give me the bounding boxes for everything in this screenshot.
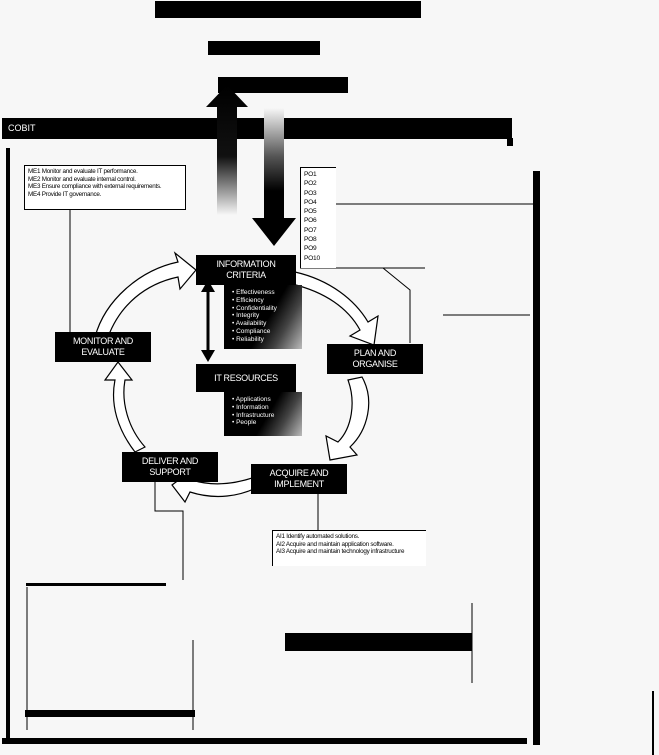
information-criteria-list: Effectiveness Efficiency Confidentiality… <box>224 285 302 349</box>
frame-right-border <box>533 171 540 745</box>
criteria-item: Efficiency <box>232 297 296 305</box>
redacted-bottom-bar <box>285 633 472 651</box>
frame-bottom-border <box>2 738 527 744</box>
ai-process-list: AI1 Identify automated solutions. AI2 Ac… <box>272 530 426 566</box>
criteria-item: Availability <box>232 320 296 328</box>
outer-right-line <box>652 691 654 755</box>
cycle-arrow-plan-to-acquire-icon <box>325 376 370 461</box>
domain-monitor-evaluate: MONITOR AND EVALUATE <box>55 332 151 362</box>
frame-left-border <box>6 148 10 738</box>
ai-item: AI2 Acquire and maintain application sof… <box>276 540 394 548</box>
redacted-subtitle-bar <box>208 41 320 55</box>
po-item: PO4 <box>304 198 317 206</box>
cobit-header-bar <box>2 118 512 139</box>
header-right-tick <box>507 138 513 146</box>
po-item: PO9 <box>304 245 317 253</box>
cycle-arrow-info-to-plan-icon <box>291 271 379 346</box>
bottom-box-top-rule <box>26 583 166 586</box>
po-item: PO3 <box>304 189 317 197</box>
po-process-list: PO1 PO2 PO3 PO4 PO5 PO6 PO7 PO8 PO9 PO10 <box>300 167 336 268</box>
redacted-title-bar <box>155 1 421 18</box>
cycle-arrow-monitor-to-info-icon <box>94 251 197 338</box>
resource-item: Infrastructure <box>232 412 296 420</box>
criteria-item: Confidentiality <box>232 305 296 313</box>
criteria-item: Integrity <box>232 312 296 320</box>
bidirectional-arrow-up-icon <box>201 280 215 292</box>
it-resources-box: IT RESOURCES <box>196 364 296 392</box>
criteria-item: Reliability <box>232 336 296 344</box>
po-item: PO8 <box>304 236 317 244</box>
down-arrow-icon <box>252 108 296 246</box>
ai-item: AI3 Acquire and maintain technology infr… <box>276 548 405 555</box>
po-item: PO2 <box>304 180 317 188</box>
criteria-item: Effectiveness <box>232 289 296 297</box>
information-criteria-box: INFORMATION CRITERIA <box>196 255 296 285</box>
domain-deliver-support: DELIVER AND SUPPORT <box>122 452 218 482</box>
ai-item: AI1 Identify automated solutions. <box>276 533 360 540</box>
me-item: ME3 Ensure compliance with external requ… <box>28 183 162 190</box>
it-resources-list: Applications Information Infrastructure … <box>224 392 302 436</box>
cobit-title: COBIT <box>8 123 36 133</box>
deliver-to-bottom-line <box>154 474 184 580</box>
resource-item: People <box>232 419 296 427</box>
po-item: PO5 <box>304 208 317 216</box>
resource-item: Applications <box>232 396 296 404</box>
po-item: PO6 <box>304 217 317 225</box>
bidirectional-arrow-down-icon <box>201 350 215 362</box>
me-item: ME1 Monitor and evaluate IT performance. <box>28 168 138 175</box>
redacted-business-bar <box>218 77 348 93</box>
po-item: PO1 <box>304 171 317 178</box>
me-item: ME4 Provide IT governance. <box>28 190 102 198</box>
me-item: ME2 Monitor and evaluate internal contro… <box>28 175 136 183</box>
po-to-plan-line <box>382 267 411 343</box>
me-process-list: ME1 Monitor and evaluate IT performance.… <box>24 165 186 210</box>
criteria-item: Compliance <box>232 328 296 336</box>
bottom-box-bottom-rule <box>25 710 195 717</box>
po-item: PO10 <box>304 254 320 262</box>
resource-item: Information <box>232 404 296 412</box>
domain-acquire-implement: ACQUIRE AND IMPLEMENT <box>251 464 347 494</box>
po-item: PO7 <box>304 226 317 234</box>
up-arrow-icon <box>206 85 248 215</box>
domain-plan-organise: PLAN AND ORGANISE <box>327 344 423 374</box>
cycle-arrow-deliver-to-monitor-icon <box>103 360 146 453</box>
